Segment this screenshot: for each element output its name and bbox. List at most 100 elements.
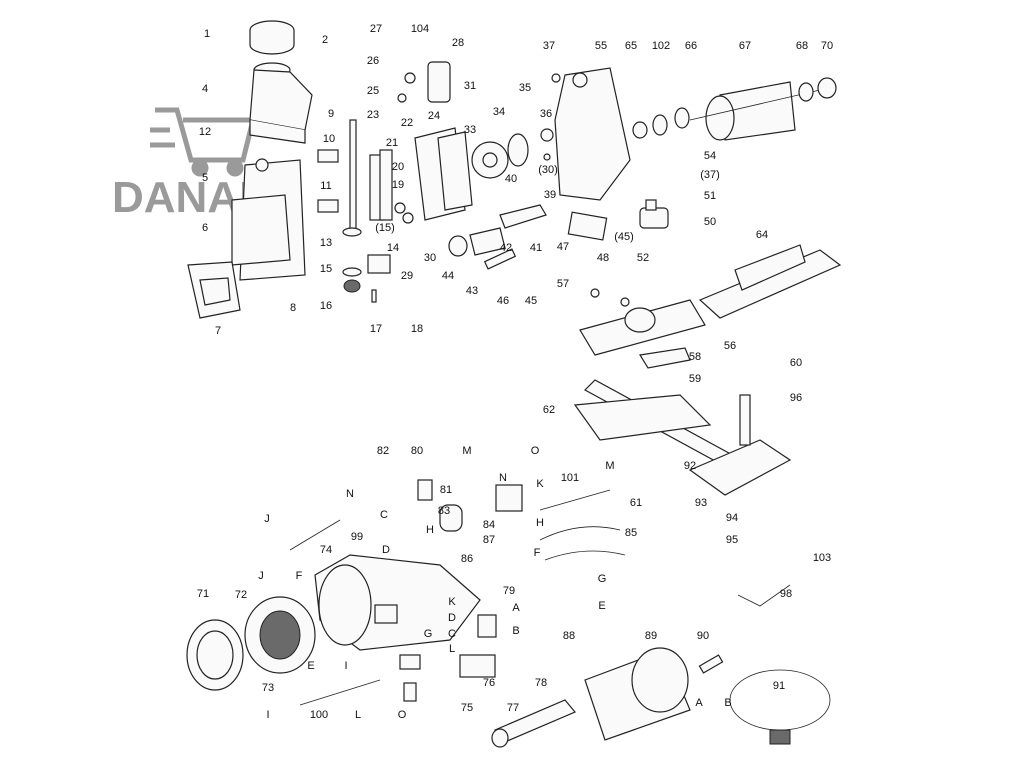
callout-label: 96 bbox=[790, 392, 802, 404]
callout-label: 59 bbox=[689, 373, 701, 385]
callout-label: (15) bbox=[375, 222, 395, 234]
callout-label: 23 bbox=[367, 109, 379, 121]
callout-label: 30 bbox=[424, 252, 436, 264]
callout-label: 29 bbox=[401, 270, 413, 282]
callout-label: 54 bbox=[704, 150, 716, 162]
callout-label: 46 bbox=[497, 295, 509, 307]
callout-label: N bbox=[499, 472, 507, 484]
callout-label: 73 bbox=[262, 682, 274, 694]
callout-label: B bbox=[724, 697, 731, 709]
callout-label: (30) bbox=[538, 164, 558, 176]
callout-label: 102 bbox=[652, 40, 670, 52]
callout-label: 57 bbox=[557, 278, 569, 290]
callout-label: 101 bbox=[561, 472, 579, 484]
callout-label: 79 bbox=[503, 585, 515, 597]
callout-label: 4 bbox=[202, 83, 208, 95]
plunger-shaft-part bbox=[317, 119, 393, 303]
callout-label: 13 bbox=[320, 237, 332, 249]
base-plate-part bbox=[573, 347, 792, 496]
housing-half-part bbox=[231, 158, 306, 281]
callout-label: 8 bbox=[290, 302, 296, 314]
callout-label: 20 bbox=[392, 161, 404, 173]
callout-label: 52 bbox=[637, 252, 649, 264]
callout-label: I bbox=[344, 660, 347, 672]
callout-label: 9 bbox=[328, 108, 334, 120]
callout-label: 1 bbox=[204, 28, 210, 40]
callout-label: 74 bbox=[320, 544, 332, 556]
callout-label: 41 bbox=[530, 242, 542, 254]
callout-label: 37 bbox=[543, 40, 555, 52]
callout-label: 86 bbox=[461, 553, 473, 565]
callout-label: 35 bbox=[519, 82, 531, 94]
extraction-tube-part bbox=[698, 244, 842, 319]
callout-label: 36 bbox=[540, 108, 552, 120]
callout-label: 68 bbox=[796, 40, 808, 52]
callout-label: F bbox=[534, 547, 541, 559]
callout-label: 44 bbox=[442, 270, 454, 282]
callout-label: 28 bbox=[452, 37, 464, 49]
callout-label: 56 bbox=[724, 340, 736, 352]
callout-label: (45) bbox=[614, 231, 634, 243]
callout-label: 104 bbox=[411, 23, 429, 35]
callout-label: 83 bbox=[438, 505, 450, 517]
callout-label: G bbox=[598, 573, 607, 585]
wires-part bbox=[289, 489, 626, 706]
callout-label: F bbox=[296, 570, 303, 582]
gearbox-casing-part bbox=[551, 67, 631, 241]
callout-label: 93 bbox=[695, 497, 707, 509]
support-plate-part bbox=[394, 127, 473, 224]
wrench-part bbox=[491, 699, 576, 748]
callout-label: 87 bbox=[483, 534, 495, 546]
callout-label: 71 bbox=[197, 588, 209, 600]
callout-label: D bbox=[448, 612, 456, 624]
callout-label: A bbox=[512, 602, 520, 614]
callout-label: H bbox=[426, 524, 434, 536]
foot-guard-part bbox=[187, 261, 241, 319]
callout-label: 77 bbox=[507, 702, 519, 714]
dust-cap-part bbox=[249, 20, 295, 55]
callout-label: O bbox=[531, 445, 540, 457]
callout-label: 48 bbox=[597, 252, 609, 264]
gear-assembly-part bbox=[448, 128, 554, 270]
switch-part bbox=[639, 199, 669, 229]
callout-label: 70 bbox=[821, 40, 833, 52]
callout-label: C bbox=[448, 628, 456, 640]
callout-label: 51 bbox=[704, 190, 716, 202]
callout-label: (37) bbox=[700, 169, 720, 181]
power-cord-part bbox=[698, 654, 831, 745]
callout-label: 24 bbox=[428, 110, 440, 122]
callout-label: 103 bbox=[813, 552, 831, 564]
callout-label: 43 bbox=[466, 285, 478, 297]
callout-label: G bbox=[424, 628, 433, 640]
callout-label: 95 bbox=[726, 534, 738, 546]
callout-label: 6 bbox=[202, 222, 208, 234]
callout-label: N bbox=[346, 488, 354, 500]
callout-label: 90 bbox=[697, 630, 709, 642]
callout-label: 65 bbox=[625, 40, 637, 52]
capacitor-part bbox=[417, 479, 523, 532]
callout-label: 26 bbox=[367, 55, 379, 67]
callout-label: 82 bbox=[377, 445, 389, 457]
brush-holder-part bbox=[399, 614, 497, 702]
callout-label: 34 bbox=[493, 106, 505, 118]
callout-label: 19 bbox=[392, 179, 404, 191]
callout-label: 94 bbox=[726, 512, 738, 524]
callout-label: 27 bbox=[370, 23, 382, 35]
callout-label: K bbox=[448, 596, 456, 608]
callout-label: L bbox=[355, 709, 361, 721]
callout-label: 2 bbox=[322, 34, 328, 46]
small-bracket-part bbox=[397, 61, 451, 103]
guide-slider-part bbox=[579, 288, 706, 356]
callout-label: 92 bbox=[684, 460, 696, 472]
callout-label: K bbox=[536, 478, 544, 490]
callout-label: 85 bbox=[625, 527, 637, 539]
callout-label: C bbox=[380, 509, 388, 521]
watermark-cart-icon bbox=[150, 107, 257, 177]
callout-label: A bbox=[695, 697, 703, 709]
callout-label: 14 bbox=[387, 242, 399, 254]
callout-label: 50 bbox=[704, 216, 716, 228]
callout-label: O bbox=[398, 709, 407, 721]
callout-label: 100 bbox=[310, 709, 328, 721]
callout-label: 40 bbox=[505, 173, 517, 185]
